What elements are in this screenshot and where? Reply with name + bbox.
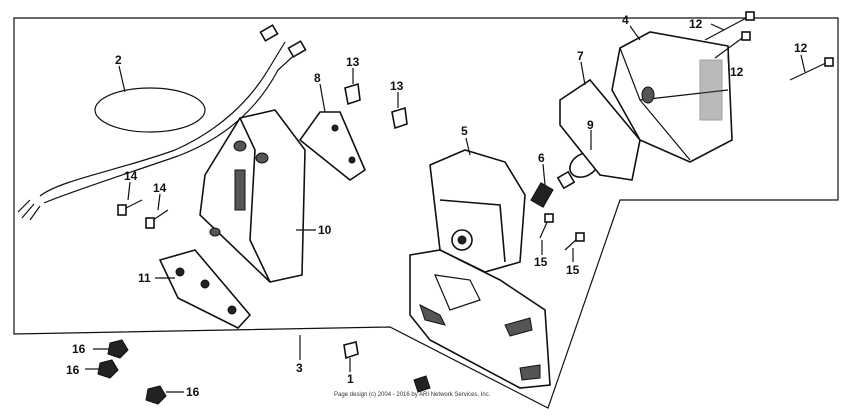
callout-14a: 14	[124, 169, 138, 183]
leader-lines	[85, 23, 806, 393]
callout-14b: 14	[153, 181, 167, 195]
callout-13b: 13	[390, 79, 404, 93]
callout-1: 1	[347, 372, 354, 386]
grommet-part[interactable]	[344, 82, 408, 130]
reflector-bracket-part[interactable]	[298, 111, 366, 181]
lens-gasket-part[interactable]	[559, 78, 641, 181]
callout-2: 2	[115, 53, 122, 67]
screw-part[interactable]	[117, 199, 169, 229]
gasket-part[interactable]	[158, 249, 252, 329]
callout-12b: 12	[730, 65, 744, 79]
callout-4: 4	[622, 13, 629, 27]
copyright-notice: Page design (c) 2004 - 2016 by ARI Netwo…	[334, 392, 491, 398]
callout-10: 10	[318, 223, 332, 237]
callout-3: 3	[296, 361, 303, 375]
bulb-socket-part[interactable]	[530, 182, 554, 208]
callout-16c: 16	[186, 385, 200, 399]
callout-labels: 2 4 5 6 7 8 9 10 11 12 12 12 13 13 14 14…	[66, 13, 808, 399]
callout-11: 11	[138, 271, 151, 285]
nut-part[interactable]	[97, 339, 167, 405]
callout-6: 6	[538, 151, 545, 165]
short-screw-part[interactable]	[539, 213, 585, 251]
callout-16b: 16	[66, 363, 80, 377]
assembly-boundary	[13, 17, 839, 409]
callout-16a: 16	[72, 342, 86, 356]
callout-13a: 13	[346, 55, 360, 69]
callout-15b: 15	[566, 263, 580, 277]
long-screw-part[interactable]	[704, 11, 834, 81]
callout-12c: 12	[794, 41, 808, 55]
license-base-part[interactable]	[409, 249, 551, 389]
callout-5: 5	[461, 124, 468, 138]
callout-15a: 15	[534, 255, 548, 269]
callout-12a: 12	[689, 17, 703, 31]
callout-8: 8	[314, 71, 321, 85]
taillight-case-part[interactable]	[199, 109, 306, 283]
callout-7: 7	[577, 49, 584, 63]
tail-lens-part[interactable]	[611, 31, 733, 163]
collar-part[interactable]	[343, 341, 431, 393]
wire-harness-part[interactable]	[17, 24, 307, 221]
callout-9: 9	[587, 118, 594, 132]
